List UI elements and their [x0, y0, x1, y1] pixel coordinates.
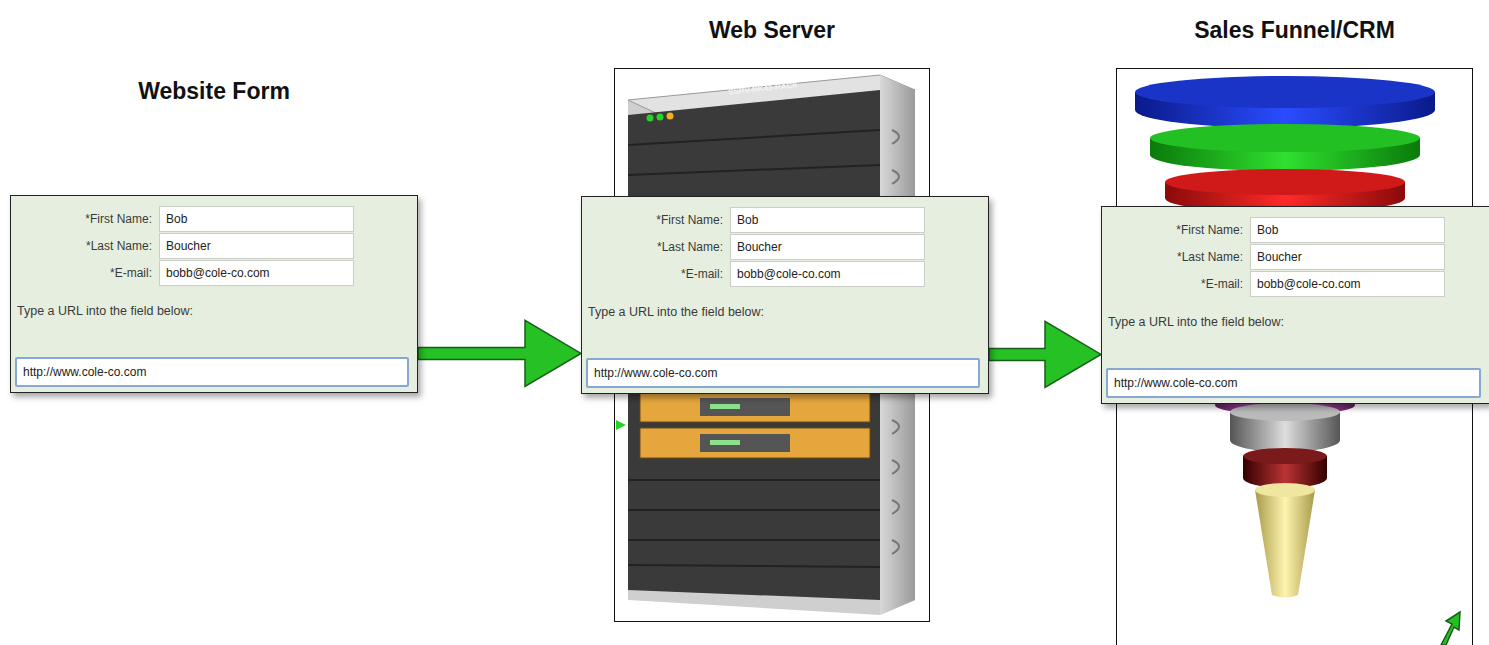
- field-prompt: Type a URL into the field below:: [588, 305, 764, 319]
- panel-frame: Web Server*First Name:Bob*Last Name:Bouc…: [614, 68, 930, 622]
- web-form: *First Name: Bob *Last Name: Boucher *E-mail…: [581, 196, 989, 394]
- field-prompt: Type a URL into the field below:: [1108, 315, 1284, 329]
- input-field: bobb@cole-co.com: [730, 261, 925, 287]
- field-label: *Last Name:: [1177, 250, 1243, 264]
- flow-arrow: [989, 321, 1101, 387]
- web-form: *First Name: Bob *Last Name: Boucher *E-mail…: [1101, 206, 1489, 404]
- input-field: Bob: [159, 206, 354, 232]
- field-label: *E-mail:: [681, 267, 723, 281]
- field-label: *Last Name:: [86, 239, 152, 253]
- field-label: *First Name:: [1176, 223, 1243, 237]
- url-input: http://www.cole-co.com: [1106, 368, 1481, 398]
- panel-frame: Sales Funnel/CRM*First Name:Bob*Last Nam…: [1116, 68, 1473, 645]
- column-title: Website Form: [0, 78, 477, 105]
- url-input: http://www.cole-co.com: [586, 358, 980, 388]
- input-field: Bob: [730, 207, 925, 233]
- web-form: Website Form*First Name:Bob*Last Name:Bo…: [10, 195, 418, 393]
- outflow-arrow: [1441, 612, 1460, 645]
- input-field: bobb@cole-co.com: [1250, 271, 1445, 297]
- input-field: bobb@cole-co.com: [159, 260, 354, 286]
- input-field: Boucher: [730, 234, 925, 260]
- field-label: *First Name:: [85, 212, 152, 226]
- field-label: *Last Name:: [657, 240, 723, 254]
- field-label: *First Name:: [656, 213, 723, 227]
- input-field: Bob: [1250, 217, 1445, 243]
- input-field: Boucher: [159, 233, 354, 259]
- column-title: Sales Funnel/CRM: [1057, 17, 1489, 44]
- field-label: *E-mail:: [1201, 277, 1243, 291]
- input-field: Boucher: [1250, 244, 1445, 270]
- flow-arrow: [418, 320, 581, 386]
- url-input: http://www.cole-co.com: [15, 357, 409, 387]
- field-prompt: Type a URL into the field below:: [17, 304, 193, 318]
- field-label: *E-mail:: [110, 266, 152, 280]
- column-title: Web Server: [555, 17, 989, 44]
